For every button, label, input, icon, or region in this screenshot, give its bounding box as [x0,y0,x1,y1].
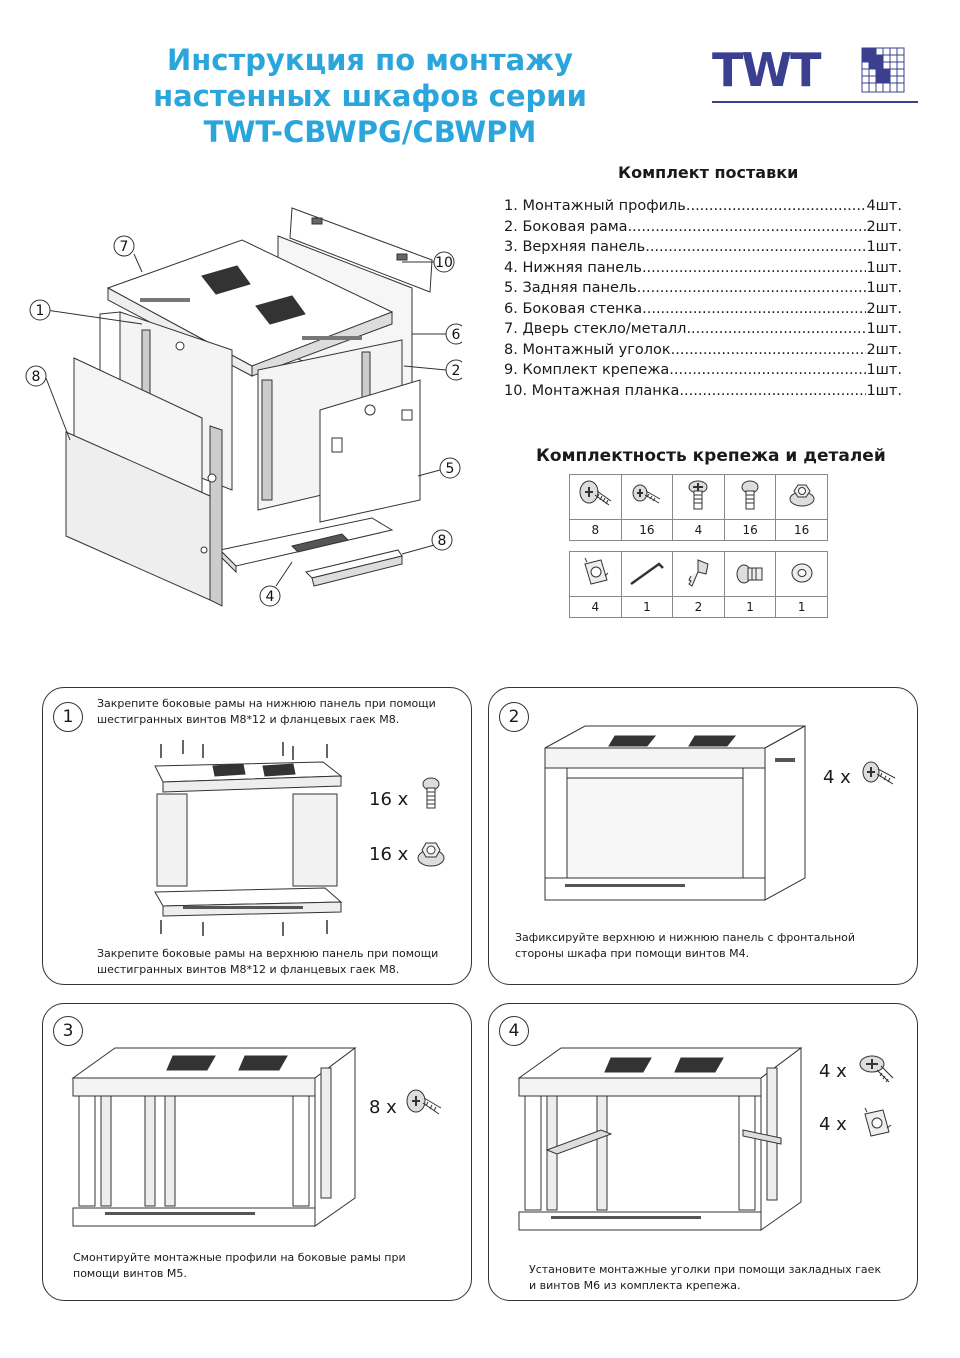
step-3-panel: 3 8 x Смонтируйте монтажные профили на б… [42,1003,472,1301]
callout-7: 8 [32,369,41,385]
fastener-count: 1 [775,596,828,618]
fasteners-table-1: 8 16 4 16 16 [569,474,828,541]
title-line-2: настенных шкафов серии [153,79,587,113]
cross-screw-icon [862,761,896,785]
step-1-text-bottom: Закрепите боковые рамы на верхнюю панель… [97,947,439,976]
hex-bolt-icon [422,777,440,809]
step-4-illustration [517,1047,803,1231]
vent-grille [255,295,306,325]
kit-item: 6. Боковая стенка2шт. [504,299,902,320]
side-wall [319,379,421,523]
fastener-count: 1 [620,596,674,618]
washer-icon [775,551,828,597]
exploded-cabinet-diagram: 7 10 1 6 2 8 5 8 4 [25,207,462,607]
step-2-panel: 2 4 x Зафиксируйте верхнюю и нижнюю пане… [488,687,918,985]
page-title: Инструкция по монтажу настенных шкафов с… [110,42,630,150]
logo-grid [861,47,905,93]
fastener-count: 2 [672,596,725,618]
callout-2: 2 [452,363,461,379]
fastener-count: 16 [620,519,674,541]
cage-nut-icon [864,1107,892,1137]
fastener-count: 1 [723,596,777,618]
kit-item: 3. Верхняя панель1шт. [504,237,902,258]
step-1-qty-1: 16 x [369,789,409,810]
fastener-count: 4 [569,596,622,618]
step-4-number: 4 [499,1016,529,1046]
step-1-qty-2: 16 x [369,844,409,865]
cross-head-screw-icon [672,474,725,520]
step-3-text: Смонтируйте монтажные профили на боковые… [73,1251,406,1280]
kit-item: 1. Монтажный профиль4шт. [504,196,902,217]
step-3-illustration [71,1047,357,1227]
step-1-illustration [154,740,343,936]
step-1-panel: 1 Закрепите боковые рамы на нижнюю панел… [42,687,472,985]
kit-item: 5. Задняя панель1шт. [504,278,902,299]
kit-item: 2. Боковая рама2шт. [504,217,902,238]
mounting-strip [289,207,433,293]
title-line-3: TWT-CBWPG/CBWPM [203,115,537,149]
flange-nut-icon [775,474,828,520]
step-2-qty-1: 4 x [823,767,851,788]
kit-item: 8. Монтажный уголок2шт. [504,340,902,361]
logo-text: TWT [712,46,822,97]
step-1-text-top: Закрепите боковые рамы на нижнюю панель … [97,697,436,726]
lock-icon [723,551,777,597]
step-3-number: 3 [53,1016,83,1046]
callout-6: 5 [446,461,455,477]
step-3-qty-1: 8 x [369,1097,397,1118]
title-line-1: Инструкция по монтажу [166,43,574,77]
fastener-count: 4 [672,519,725,541]
fastener-count: 16 [775,519,828,541]
step-4-text: Установите монтажные уголки при помощи з… [529,1263,882,1292]
step-4-qty-1: 4 x [819,1061,847,1082]
callout-3: 7 [120,239,129,255]
hex-key-icon [620,551,674,597]
vent-grille [201,265,251,295]
kit-item: 4. Нижняя панель1шт. [504,258,902,279]
fastener-count: 16 [723,519,777,541]
callout-5: 6 [452,327,461,343]
callout-1: 1 [36,303,45,319]
callout-8: 8 [438,533,447,549]
kit-list: 1. Монтажный профиль4шт. 2. Боковая рама… [504,196,902,401]
callout-4: 4 [266,589,275,605]
cross-head-screw-icon [859,1055,894,1083]
small-cross-screw-icon [620,474,674,520]
cross-screw-icon [406,1089,442,1115]
step-1-number: 1 [53,702,83,732]
kit-item: 7. Дверь стекло/металл1шт. [504,319,902,340]
fastener-count: 8 [569,519,622,541]
cage-nut-icon [569,551,622,597]
fasteners-table-2: 4 1 2 1 1 [569,551,828,618]
step-2-number: 2 [499,702,529,732]
step-4-panel: 4 4 x 4 x Установите монтажные уголки пр… [488,1003,918,1301]
fasteners-title: Комплектность крепежа и деталей [536,446,886,466]
kit-item: 10. Монтажная планка1шт. [504,381,902,402]
step-2-illustration [544,725,806,901]
kit-title: Комплект поставки [618,163,799,182]
twt-logo: TWT [712,46,918,103]
hex-bolt-icon [723,474,777,520]
kit-item: 9. Комплект крепежа1шт. [504,360,902,381]
flange-nut-icon [417,842,445,867]
vent-grille [291,533,349,553]
step-2-text: Зафиксируйте верхнюю и нижнюю панель с ф… [515,931,856,960]
step-4-qty-2: 4 x [819,1114,847,1135]
callout-10: 10 [435,255,453,271]
cross-screw-icon [569,474,622,520]
key-icon [672,551,725,597]
